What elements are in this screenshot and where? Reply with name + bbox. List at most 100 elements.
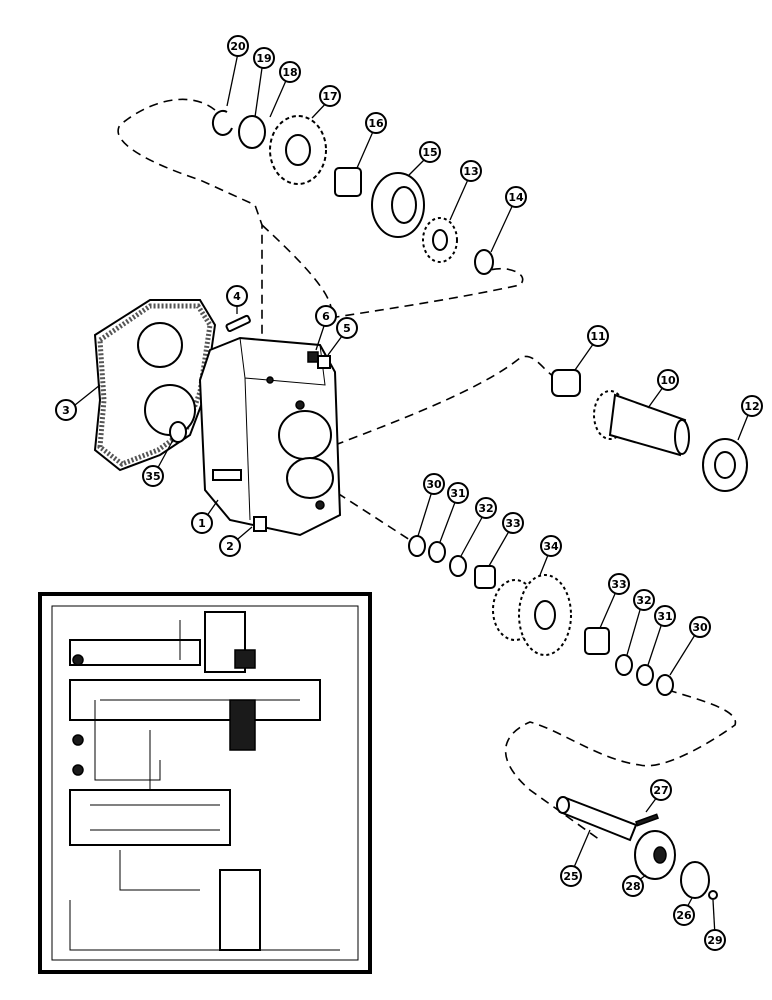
- callout-circle: [689, 616, 711, 638]
- callout-circle: [227, 35, 249, 57]
- gear-17-part: [269, 115, 327, 185]
- callout-number: 13: [463, 165, 478, 178]
- callout-16: 16: [365, 112, 387, 134]
- callout-number: 34: [543, 540, 559, 553]
- pipe-plug-part: [253, 516, 267, 532]
- callout-10: 10: [657, 369, 679, 391]
- callout-number: 29: [707, 934, 722, 947]
- callout-15: 15: [419, 141, 441, 163]
- callout-12: 12: [741, 395, 763, 417]
- callout-number: 31: [657, 610, 672, 623]
- callout-29: 29: [704, 929, 726, 951]
- callout-number: 3: [62, 404, 70, 417]
- callout-number: 32: [478, 502, 493, 515]
- callout-33: 33: [502, 512, 524, 534]
- callout-labels: 2019181716151314465111012335123031323334…: [55, 35, 763, 951]
- washer-30-part: [408, 535, 426, 557]
- callout-31: 31: [654, 605, 676, 627]
- cluster-gear-part: [492, 574, 572, 656]
- callout-number: 32: [636, 594, 651, 607]
- callout-circle: [226, 285, 248, 307]
- callout-circle: [560, 865, 582, 887]
- callout-circle: [55, 399, 77, 421]
- callout-circle: [447, 482, 469, 504]
- callout-number: 11: [590, 330, 605, 343]
- callout-circle: [654, 605, 676, 627]
- washer-32-part: [449, 555, 467, 577]
- transmission-housing-part: [198, 336, 342, 537]
- callout-number: 19: [256, 52, 271, 65]
- callout-number: 5: [343, 322, 351, 335]
- callout-circle: [633, 589, 655, 611]
- callout-circle: [279, 61, 301, 83]
- callout-circle: [505, 186, 527, 208]
- bearing-cup-part: [238, 115, 266, 149]
- callout-34: 34: [540, 535, 562, 557]
- callout-number: 18: [282, 66, 297, 79]
- callout-circle: [650, 779, 672, 801]
- callout-circle: [191, 512, 213, 534]
- callout-number: 20: [230, 40, 246, 53]
- ring-31-part: [428, 541, 446, 563]
- plug-part-2: [317, 355, 331, 369]
- callout-circle: [540, 535, 562, 557]
- retainer-28-part: [634, 830, 676, 880]
- callout-circle: [336, 317, 358, 339]
- callout-circle: [502, 512, 524, 534]
- callout-circle: [587, 325, 609, 347]
- washer-32b-part: [615, 654, 633, 676]
- callout-circle: [657, 369, 679, 391]
- needle-bearing-part: [334, 167, 362, 197]
- ring-31b-part: [636, 664, 654, 686]
- callout-number: 33: [505, 517, 520, 530]
- callout-circle: [608, 573, 630, 595]
- callout-13: 13: [460, 160, 482, 182]
- leader-lines: [69, 52, 751, 937]
- callout-circle: [142, 465, 164, 487]
- callout-17: 17: [319, 85, 341, 107]
- callout-number: 16: [368, 117, 384, 130]
- callout-number: 25: [563, 870, 578, 883]
- callout-33: 33: [608, 573, 630, 595]
- o-ring-part: [169, 421, 187, 443]
- plate-26-part: [680, 861, 710, 899]
- callout-circle: [673, 904, 695, 926]
- callout-number: 10: [660, 374, 676, 387]
- bearing-33b-part: [584, 627, 610, 655]
- callout-circle: [365, 112, 387, 134]
- callout-25: 25: [560, 865, 582, 887]
- callout-11: 11: [587, 325, 609, 347]
- callout-circle: [460, 160, 482, 182]
- callout-number: 30: [692, 621, 708, 634]
- callout-30: 30: [689, 616, 711, 638]
- callout-number: 12: [744, 400, 759, 413]
- snap-ring-14-part: [474, 249, 494, 275]
- callout-18: 18: [279, 61, 301, 83]
- callout-number: 1: [198, 517, 206, 530]
- callout-number: 30: [426, 478, 442, 491]
- callout-circle: [319, 85, 341, 107]
- sectional-view-inset: [38, 592, 372, 974]
- callout-27: 27: [650, 779, 672, 801]
- callout-circle: [419, 141, 441, 163]
- gear-13-part: [422, 217, 458, 263]
- coupler-part: [371, 172, 425, 238]
- bearing-12-part: [702, 438, 748, 492]
- callout-14: 14: [505, 186, 527, 208]
- bearing-33-part: [474, 565, 496, 589]
- callout-circle: [622, 875, 644, 897]
- screw-29-part: [708, 890, 718, 900]
- callout-number: 17: [322, 90, 337, 103]
- callout-32: 32: [475, 497, 497, 519]
- callout-number: 15: [422, 146, 437, 159]
- pin-part: [225, 314, 251, 333]
- gasket-part: [93, 299, 217, 472]
- callout-circle: [704, 929, 726, 951]
- callout-number: 28: [625, 880, 640, 893]
- callout-number: 31: [450, 487, 465, 500]
- callout-number: 35: [145, 470, 160, 483]
- callout-number: 2: [226, 540, 234, 553]
- callout-number: 4: [233, 290, 241, 303]
- callout-circle: [423, 473, 445, 495]
